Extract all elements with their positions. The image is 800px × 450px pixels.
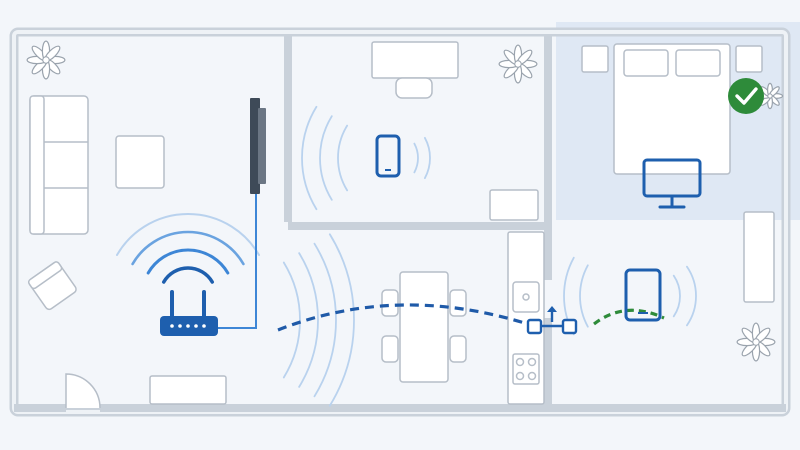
router-wave-arc-4 <box>115 213 261 256</box>
pillow-left <box>623 49 669 77</box>
office-wave-left-2 <box>319 115 333 201</box>
furniture <box>27 41 775 405</box>
plant-icon-living <box>26 40 66 80</box>
signal-path-router-to-mesh <box>277 303 535 332</box>
smartphone-icon <box>375 134 401 178</box>
wardrobe <box>743 211 775 303</box>
router-wave-arc-2 <box>146 248 230 275</box>
tablet-wave-right-1 <box>672 274 681 318</box>
dining-chair-2 <box>381 335 399 363</box>
router-wave-arc-1 <box>162 266 214 284</box>
nightstand-right <box>735 45 763 73</box>
plant-icon-bedroom-2 <box>736 322 776 362</box>
dining-chair-3 <box>449 289 467 317</box>
hall-wave-2 <box>298 252 319 388</box>
office-cabinet <box>489 189 539 221</box>
burner-4 <box>527 371 537 381</box>
router-wave-arc-3 <box>131 230 245 266</box>
router-wifi-waves <box>115 213 261 284</box>
signal-path-mesh-to-tablet <box>593 308 665 326</box>
tv-cabinet <box>149 375 227 405</box>
tablet-wave-right-2 <box>686 265 697 327</box>
office-chair <box>395 77 433 99</box>
dining-table <box>399 271 449 383</box>
coffee-table <box>115 135 165 189</box>
wall-tv-icon <box>250 98 266 194</box>
walls <box>9 27 791 417</box>
office-desk <box>371 41 459 79</box>
nightstand-left <box>581 45 609 73</box>
armchair <box>27 261 77 311</box>
mesh-node-icon <box>526 306 578 335</box>
monitor-icon <box>642 158 702 209</box>
burner-2 <box>527 357 537 367</box>
burner-1 <box>515 357 525 367</box>
office-wave-right-2 <box>423 136 431 180</box>
plants <box>26 40 784 362</box>
entry-door-arc <box>65 373 101 409</box>
tablet-wave-left-1 <box>579 264 589 328</box>
router-icon <box>160 290 218 336</box>
burner-3 <box>515 371 525 381</box>
side-signal-waves <box>282 105 697 407</box>
stove <box>512 353 540 385</box>
hall-wave-3 <box>313 242 337 398</box>
checkmark-icon <box>728 78 764 114</box>
hall-wave-1 <box>282 261 301 379</box>
sofa-back <box>29 95 45 235</box>
tablet-icon <box>624 268 662 322</box>
office-wave-left-1 <box>337 124 349 192</box>
dining-chair-4 <box>449 335 467 363</box>
office-wave-left-3 <box>301 105 318 211</box>
ethernet-cable <box>218 194 257 329</box>
plant-icon-bedroom <box>756 82 784 110</box>
hall-wave-4 <box>328 233 355 407</box>
office-wave-right-1 <box>413 142 419 174</box>
dining-chair-1 <box>381 289 399 317</box>
sink-drain <box>522 293 530 301</box>
plant-icon-office <box>498 44 538 84</box>
pillow-right <box>675 49 721 77</box>
